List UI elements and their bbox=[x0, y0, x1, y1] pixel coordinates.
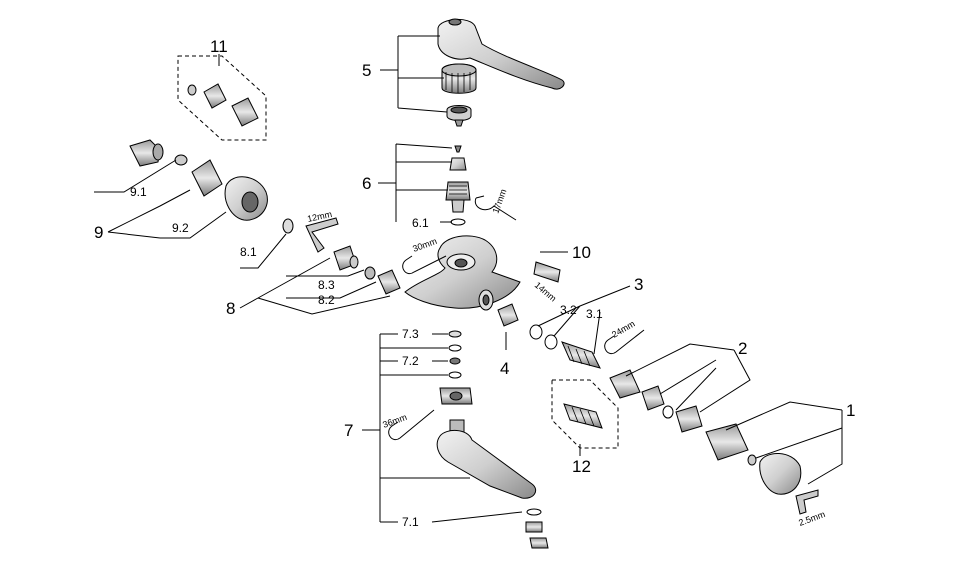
callout-3-2: 3.2 bbox=[560, 303, 577, 317]
part-8-2-nut bbox=[377, 269, 401, 295]
callout-9: 9 bbox=[94, 223, 103, 242]
callout-9-2: 9.2 bbox=[172, 221, 189, 235]
tool-size-labels: 12mm 30mm 17mm 14mm 24mm 36mm 2.5mm bbox=[306, 188, 826, 528]
part-4-adapter bbox=[497, 303, 519, 327]
callout-2: 2 bbox=[738, 339, 747, 358]
callout-labels: 11 5 6 6.1 9.1 9 9.2 8.1 8 8.3 8.2 10 3 … bbox=[94, 37, 855, 529]
spanner-36mm-icon bbox=[388, 409, 435, 440]
callout-9-1: 9.1 bbox=[130, 185, 147, 199]
callout-3-1: 3.1 bbox=[586, 307, 603, 321]
spanner-24mm-icon bbox=[604, 329, 645, 354]
callout-7-3: 7.3 bbox=[402, 327, 419, 341]
callout-3: 3 bbox=[634, 275, 643, 294]
tool-label-36mm: 36mm bbox=[381, 412, 408, 430]
tool-label-14mm: 14mm bbox=[533, 280, 559, 304]
part-5-knob bbox=[441, 63, 477, 94]
callout-6-1: 6.1 bbox=[412, 216, 429, 230]
part-8-1-hex-key-12mm bbox=[305, 217, 339, 253]
tool-label-30mm: 30mm bbox=[411, 236, 438, 254]
callout-8-2: 8.2 bbox=[318, 293, 335, 307]
callout-6: 6 bbox=[362, 174, 371, 193]
tool-label-24mm: 24mm bbox=[610, 319, 637, 340]
callout-7: 7 bbox=[344, 421, 353, 440]
part-2-valve-set bbox=[609, 369, 703, 433]
mixer-body bbox=[404, 235, 521, 311]
tool-label-17mm: 17mm bbox=[490, 188, 508, 215]
part-1-thermostatic-element bbox=[705, 423, 819, 515]
part-9-2-rosette bbox=[191, 159, 268, 221]
part-5-lever-handle bbox=[437, 18, 565, 90]
part-11-connector-set bbox=[177, 55, 267, 141]
part-8-washer bbox=[282, 218, 294, 234]
callout-5: 5 bbox=[362, 61, 371, 80]
part-6-spindle bbox=[445, 157, 471, 213]
spanner-30mm-icon bbox=[402, 255, 447, 274]
callout-7-1: 7.1 bbox=[402, 515, 419, 529]
part-9-1-eccentric-union bbox=[129, 139, 188, 167]
callout-8-3: 8.3 bbox=[318, 278, 335, 292]
callout-8-1: 8.1 bbox=[240, 245, 257, 259]
spanner-17mm-icon bbox=[474, 195, 517, 221]
part-7-1-aerator bbox=[525, 508, 549, 549]
callout-10: 10 bbox=[572, 243, 591, 262]
callout-7-2: 7.2 bbox=[402, 354, 419, 368]
part-5-ring bbox=[446, 105, 472, 127]
part-10-check-valve bbox=[533, 261, 561, 283]
callout-11: 11 bbox=[210, 37, 228, 56]
callout-4: 4 bbox=[500, 359, 509, 378]
leader-lines bbox=[94, 35, 843, 523]
callout-8: 8 bbox=[226, 299, 235, 318]
part-6-1-o-ring bbox=[450, 218, 466, 226]
part-8-union-nut bbox=[333, 245, 359, 271]
callout-12: 12 bbox=[572, 457, 591, 476]
part-6-screw bbox=[454, 145, 462, 153]
callout-1: 1 bbox=[846, 401, 855, 420]
part-12-dashed-inset bbox=[551, 379, 619, 449]
part-3-cartridge bbox=[529, 324, 601, 369]
part-8-3-washer bbox=[364, 266, 376, 280]
part-7-spout bbox=[436, 330, 537, 499]
